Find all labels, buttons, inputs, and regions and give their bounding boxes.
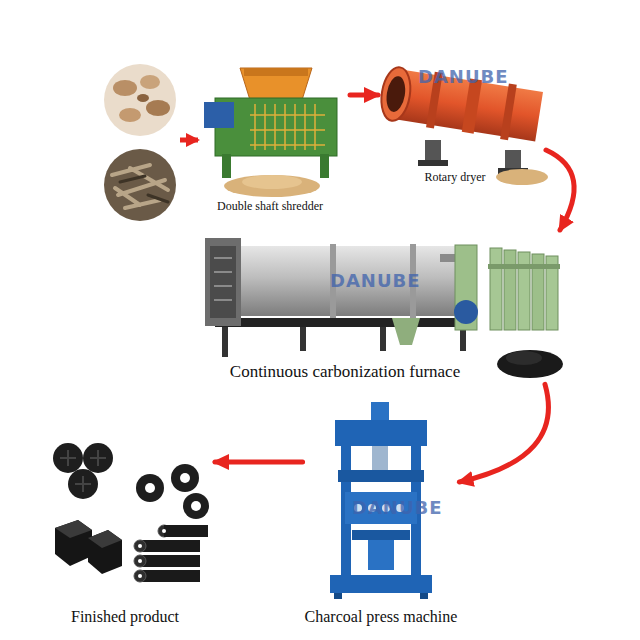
- watermark: DANUBE: [330, 270, 421, 291]
- flow-arrow: [546, 150, 574, 230]
- flow-arrow: [180, 138, 198, 143]
- machine-stage: Continuous carbonization furnace: [195, 230, 565, 384]
- machine-stage: Double shaft shredder: [200, 58, 350, 215]
- stage-caption: Finished product: [71, 607, 179, 626]
- stage-caption: Continuous carbonization furnace: [230, 362, 460, 382]
- shredder-machine: [204, 68, 337, 197]
- watermark: DANUBE: [418, 66, 509, 87]
- briquette-products: [53, 443, 209, 582]
- stage-caption: Rotary dryer: [425, 170, 486, 184]
- stage-caption: Charcoal press machine: [305, 607, 458, 626]
- flow-arrow: [350, 93, 378, 98]
- raw-material: [104, 64, 176, 221]
- flow-arrow: [215, 460, 303, 465]
- stage-caption: Double shaft shredder: [217, 199, 323, 213]
- machine-stage: Finished product: [45, 438, 215, 628]
- watermark: DANUBE: [352, 497, 443, 518]
- carbonization-furnace: [205, 238, 563, 378]
- rotary-dryer: [378, 64, 548, 185]
- flow-arrow: [459, 384, 548, 482]
